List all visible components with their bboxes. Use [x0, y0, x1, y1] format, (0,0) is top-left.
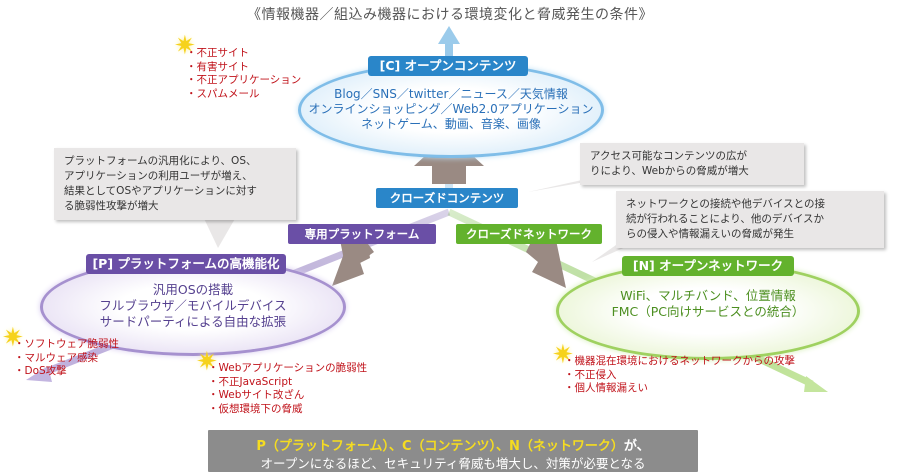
- threat-item: ・個人情報漏えい: [564, 382, 648, 394]
- content-label: [C] オープンコンテンツ: [368, 56, 528, 76]
- network-callout: ネットワークとの接続や他デバイスとの接 続が行われることにより、他のデバイスか …: [616, 191, 884, 248]
- threat-item: ・仮想環境下の脅威: [208, 402, 303, 415]
- threat-item: ・有害サイト: [186, 60, 249, 73]
- starburst-icon: ✷: [552, 340, 574, 370]
- callout-line: ネットワークとの接続や他デバイスとの接: [626, 198, 825, 210]
- threat-item: ・不正アプリケーション: [186, 74, 302, 86]
- callout-line: る脆弱性攻撃が増大: [64, 200, 159, 212]
- threat-item: ・不正JavaScript: [208, 375, 293, 388]
- starburst-icon: ✷: [174, 31, 196, 61]
- network-threat-list: ・機器混在環境におけるネットワークからの攻撃 ・不正侵入 ・個人情報漏えい: [564, 355, 795, 396]
- content-line: Blog／SNS／twitter／ニュース／天気情報: [334, 87, 568, 101]
- content-oval: [298, 62, 604, 158]
- callout-line: らの侵入や情報漏えいの脅威が発生: [626, 228, 794, 240]
- diagram-title: 《情報機器／組込み機器における環境変化と脅威発生の条件》: [247, 7, 653, 23]
- callout-line: 結果としてOSやアプリケーションに対す: [64, 185, 257, 197]
- callout-line: りにより、Webからの脅威が増大: [590, 165, 749, 177]
- callout-line: 続が行われることにより、他のデバイスか: [626, 213, 825, 225]
- platform-threat-list: ・ソフトウェア脆弱性 ・マルウェア感染 ・DoS攻撃: [14, 338, 119, 379]
- callout-line: アプリケーションの利用ユーザが増え、: [64, 170, 253, 182]
- closed-network-label: クローズドネットワーク: [456, 224, 602, 244]
- network-axis-arrowhead: [804, 376, 828, 392]
- starburst-icon: ✷: [2, 323, 24, 353]
- threat-item: ・Webアプリケーションの脆弱性: [208, 362, 368, 374]
- platform-callout: プラットフォームの汎用化により、OS、 アプリケーションの利用ユーザが増え、 結…: [54, 148, 296, 220]
- threat-item: ・不正侵入: [564, 368, 617, 381]
- content-expand-arrow: [414, 134, 484, 184]
- network-expand-arrow: [526, 240, 566, 288]
- platform-oval: [40, 258, 346, 356]
- conclusion-tail: が、: [623, 439, 650, 454]
- content-line: ネットゲーム、動画、音楽、画像: [361, 117, 541, 131]
- web-threat-list: ・Webアプリケーションの脆弱性 ・不正JavaScript ・Webサイト改ざ…: [208, 362, 367, 416]
- callout-line: アクセス可能なコンテンツの広が: [590, 150, 747, 162]
- content-threat-list: ・不正サイト ・有害サイト ・不正アプリケーション ・スパムメール: [186, 47, 301, 101]
- content-line: オンラインショッピング／Web2.0アプリケーション: [308, 102, 594, 116]
- starburst-icon: ✷: [196, 347, 218, 377]
- network-line: WiFi、マルチバンド、位置情報: [620, 288, 796, 303]
- conclusion-line-1: P（プラットフォーム）、C（コンテンツ）、N（ネットワーク）が、: [208, 435, 698, 454]
- content-callout: アクセス可能なコンテンツの広が りにより、Webからの脅威が増大: [580, 143, 804, 185]
- threat-item: ・ソフトウェア脆弱性: [14, 338, 119, 350]
- conclusion-line-2: オープンになるほど、セキュリティ脅威も増大し、対策が必要となる: [260, 456, 646, 471]
- network-label: [N] オープンネットワーク: [622, 256, 794, 276]
- callout-line: プラットフォームの汎用化により、OS、: [64, 155, 257, 167]
- threat-item: ・不正サイト: [186, 47, 249, 59]
- platform-line: フルブラウザ／モバイルデバイス: [99, 298, 287, 313]
- conclusion-highlight: P（プラットフォーム）、C（コンテンツ）、N（ネットワーク）: [256, 439, 624, 454]
- platform-line: 汎用OSの搭載: [152, 282, 234, 297]
- network-line: FMC（PC向けサービスとの統合）: [611, 304, 805, 319]
- threat-item: ・機器混在環境におけるネットワークからの攻撃: [564, 355, 795, 367]
- platform-line: サードパーティによる自由な拡張: [99, 314, 287, 329]
- threat-item: ・スパムメール: [186, 87, 260, 100]
- closed-content-label: クローズドコンテンツ: [376, 188, 518, 208]
- platform-expand-arrow: [332, 240, 374, 286]
- platform-axis-arrowhead: [26, 366, 52, 382]
- threat-item: ・マルウェア感染: [14, 351, 98, 364]
- platform-label: [P] プラットフォームの高機能化: [86, 254, 286, 274]
- dedicated-platform-label: 専用プラットフォーム: [288, 224, 436, 244]
- content-description: Blog／SNS／twitter／ニュース／天気情報 オンラインショッピング／W…: [298, 87, 604, 132]
- platform-description: 汎用OSの搭載 フルブラウザ／モバイルデバイス サードパーティによる自由な拡張: [40, 282, 346, 330]
- threat-item: ・DoS攻撃: [14, 365, 67, 377]
- threat-item: ・Webサイト改ざん: [208, 389, 305, 401]
- content-axis-arrowhead: [438, 26, 460, 44]
- conclusion-box: [208, 430, 698, 472]
- network-description: WiFi、マルチバンド、位置情報 FMC（PC向けサービスとの統合）: [556, 288, 860, 320]
